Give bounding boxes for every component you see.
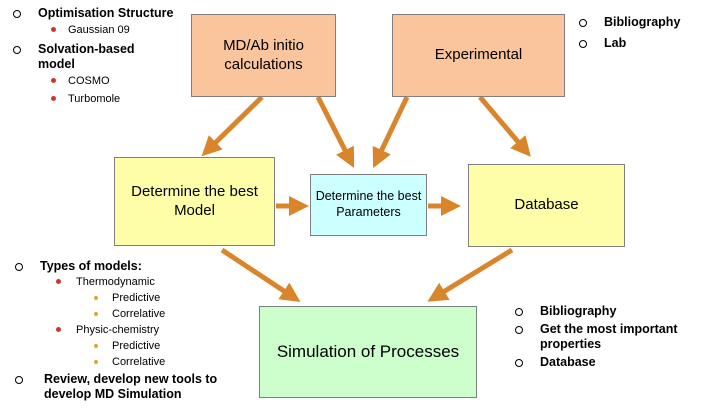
circle-bullet-icon: [515, 308, 523, 316]
list-item: Correlative: [12, 306, 252, 322]
simulation-label: Simulation of Processes: [276, 342, 460, 362]
list-item: Correlative: [12, 354, 252, 370]
best-params-label: Determine the best Parameters: [315, 189, 422, 219]
bottom-right-notes: Bibliography Get the most important prop…: [512, 304, 702, 370]
list-item: Predictive: [12, 290, 252, 306]
list-item: Physic-chemistry: [12, 322, 252, 338]
list-item: Gaussian 09: [10, 22, 180, 38]
list-item: Lab: [576, 33, 706, 54]
arrow-exp-to-database: [478, 95, 531, 157]
gold-bullet-icon: [94, 312, 98, 316]
list-item: Predictive: [12, 338, 252, 354]
list-item: Review, develop new tools to develop MD …: [12, 372, 252, 402]
red-bullet-icon: [51, 78, 56, 83]
list-item: Solvation-based model: [10, 42, 180, 72]
md-abinitio-label: MD/Ab initio calculations: [223, 36, 304, 73]
list-item: Get the most important properties: [512, 322, 702, 352]
arrow-model-to-simulation: [220, 247, 301, 302]
list-item: Bibliography: [576, 12, 706, 33]
simulation-box: Simulation of Processes: [259, 306, 477, 398]
circle-bullet-icon: [15, 263, 23, 271]
arrow-exp-to-params: [372, 95, 410, 169]
best-model-box: Determine the best Model: [114, 157, 275, 246]
top-left-notes: Optimisation Structure Gaussian 09 Solva…: [10, 6, 180, 107]
top-right-notes: Bibliography Lab: [576, 12, 706, 54]
experimental-label: Experimental: [434, 46, 523, 64]
list-item: Optimisation Structure: [10, 6, 180, 21]
gold-bullet-icon: [94, 344, 98, 348]
list-item: Bibliography: [512, 304, 702, 319]
circle-bullet-icon: [515, 359, 523, 367]
database-box: Database: [468, 164, 625, 247]
gold-bullet-icon: [94, 360, 98, 364]
list-item: Types of models:: [12, 259, 252, 274]
bottom-left-notes: Types of models: Thermodynamic Predictiv…: [12, 259, 252, 402]
circle-bullet-icon: [13, 46, 21, 54]
circle-bullet-icon: [579, 40, 587, 48]
circle-bullet-icon: [15, 376, 23, 384]
circle-bullet-icon: [515, 326, 523, 334]
arrow-database-to-simulation: [427, 247, 514, 302]
arrow-mdab-to-params: [315, 95, 355, 169]
red-bullet-icon: [51, 96, 56, 101]
circle-bullet-icon: [579, 19, 587, 27]
database-label: Database: [514, 196, 579, 214]
best-model-label: Determine the best Model: [131, 182, 258, 219]
list-item: Database: [512, 355, 702, 370]
red-bullet-icon: [56, 279, 61, 284]
md-abinitio-box: MD/Ab initio calculations: [191, 14, 336, 97]
arrow-mdab-to-model: [201, 95, 264, 157]
red-bullet-icon: [51, 27, 56, 32]
list-item: Turbomole: [10, 91, 180, 107]
experimental-box: Experimental: [392, 14, 565, 97]
red-bullet-icon: [56, 327, 61, 332]
circle-bullet-icon: [13, 10, 21, 18]
list-item: COSMO: [10, 73, 180, 89]
gold-bullet-icon: [94, 296, 98, 300]
list-item: Thermodynamic: [12, 274, 252, 290]
best-params-box: Determine the best Parameters: [310, 174, 427, 236]
